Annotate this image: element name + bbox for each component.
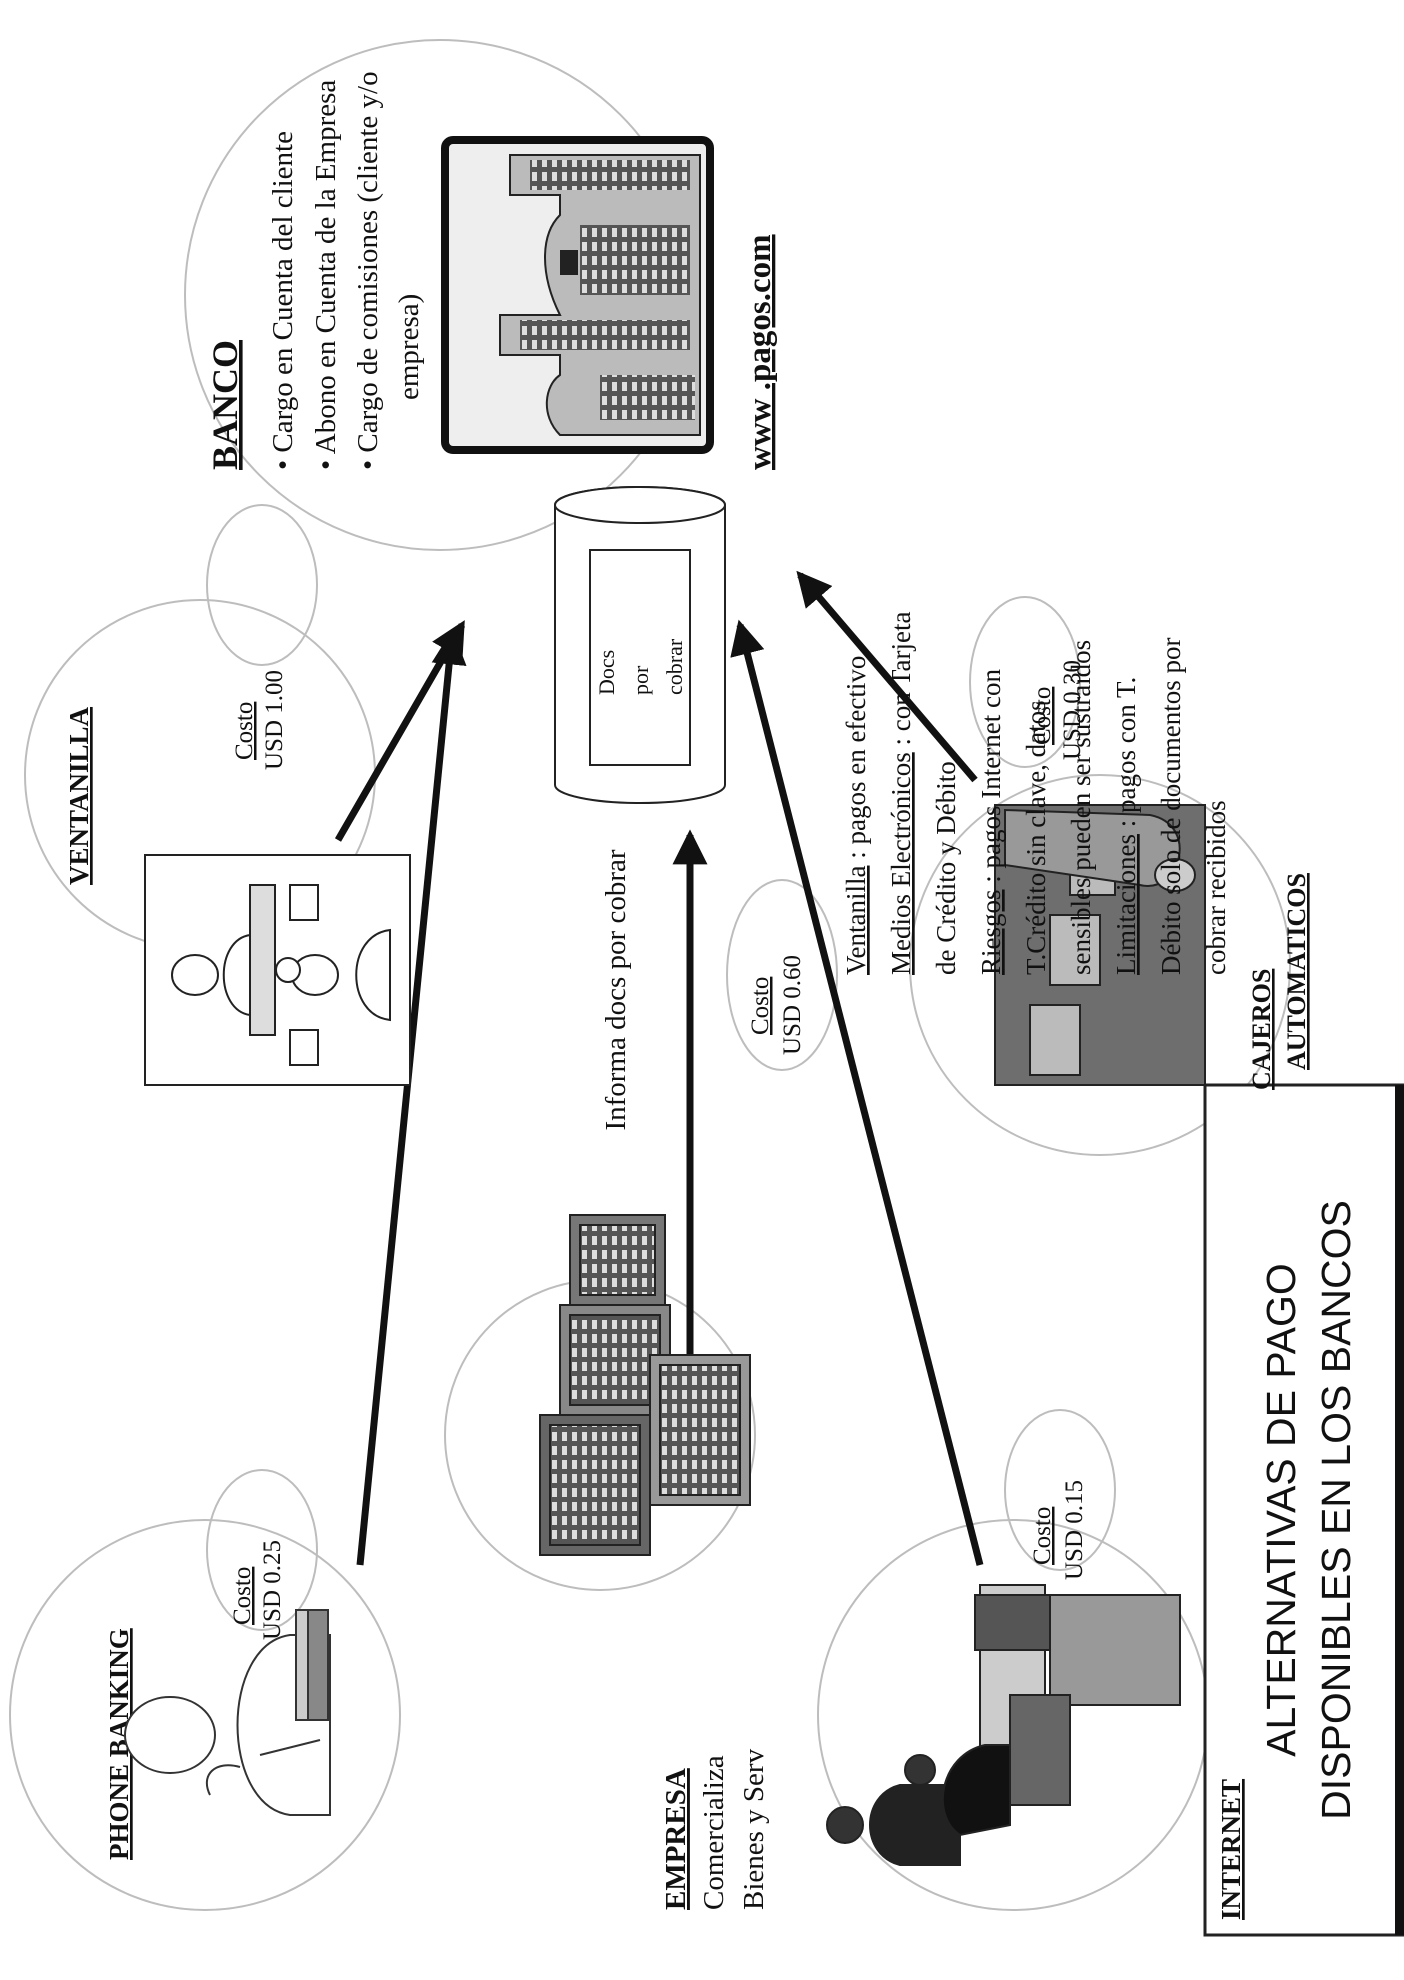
banco-website: www .pagos.com — [742, 234, 778, 470]
note-text: de Crédito y Débito — [931, 761, 961, 975]
internet-cost-bubble — [1005, 1410, 1115, 1570]
note-text: : pagos con T. — [1111, 677, 1141, 834]
banco-item-3: • Cargo de comisiones (cliente y/o — [352, 71, 384, 470]
phone-banking-cost-label: Costo — [229, 1567, 256, 1625]
note-line: de Crédito y Débito — [931, 761, 961, 975]
banco-heading: BANCO — [205, 340, 245, 470]
note-text: sensibles pueden ser sustraídos — [1066, 640, 1096, 975]
document-cylinder-icon: Docs por cobrar — [555, 487, 725, 803]
computer-users-icon — [827, 1585, 1180, 1865]
notes-block: Ventanilla : pagos en efectivo Medios Ele… — [841, 611, 1231, 975]
title-line-1: ALTERNATIVAS DE PAGO — [1258, 1263, 1304, 1757]
note-line: sensibles pueden ser sustraídos — [1066, 640, 1096, 975]
banco-item-1: • Cargo en Cuenta del cliente — [267, 131, 299, 470]
phone-user-icon — [125, 1610, 330, 1815]
internet-cost-label: Costo — [1029, 1507, 1056, 1565]
office-buildings-icon — [540, 1215, 750, 1555]
title-line-2: DISPONIBLES EN LOS BANCOS — [1313, 1200, 1359, 1820]
note-line: Limitaciones : pagos con T. — [1111, 677, 1141, 975]
note-line: Ventanilla : pagos en efectivo — [841, 656, 871, 975]
note-label: Medios Electrónicos — [886, 752, 916, 975]
rotated-content: ALTERNATIVAS DE PAGO DISPONIBLES EN LOS … — [10, 40, 1404, 1935]
banco-item-4: empresa) — [393, 294, 425, 400]
empresa-sub-2: Bienes y Serv — [738, 1748, 770, 1910]
cajeros-label-1: CAJEROS — [1247, 969, 1276, 1090]
internet-node: INTERNET Costo USD 0.15 — [827, 1480, 1246, 1920]
note-label: Limitaciones — [1111, 834, 1141, 975]
phone-banking-cost-value: USD 0.25 — [259, 1540, 286, 1640]
docs-line-3: cobrar — [662, 638, 687, 695]
note-label: Ventanilla — [841, 866, 871, 975]
note-line: Débito solo de documentos por — [1156, 638, 1186, 975]
note-line: T.Crédito sin clave, datos — [1021, 700, 1051, 975]
note-text: : pagos Internet con — [976, 669, 1006, 890]
banco-item-2: • Abono en Cuenta de la Empresa — [310, 80, 342, 470]
empresa-label: EMPRESA — [660, 1768, 692, 1910]
internet-cost-value: USD 0.15 — [1061, 1480, 1088, 1580]
internet-label: INTERNET — [1216, 1779, 1246, 1920]
city-skyline-icon — [445, 140, 710, 450]
empresa-sub-1: Comercializa — [698, 1755, 730, 1910]
note-text: : con Tarjeta — [886, 611, 916, 752]
cajeros-label-2: AUTOMATICOS — [1282, 873, 1311, 1070]
note-line: cobrar recibidos — [1201, 800, 1231, 975]
empresa-node: EMPRESA Comercializa Bienes y Serv Costo… — [540, 849, 806, 1910]
note-line: Medios Electrónicos : con Tarjeta — [886, 611, 916, 975]
teller-counter-icon — [145, 855, 410, 1085]
note-line: Riesgos : pagos Internet con — [976, 669, 1006, 975]
ventanilla-cost-value: USD 1.00 — [261, 670, 288, 770]
empresa-cost-label: Costo — [747, 977, 774, 1035]
docs-line-1: Docs — [594, 650, 619, 695]
note-label: Riesgos — [976, 889, 1006, 975]
empresa-flow-label: Informa docs por cobrar — [600, 849, 632, 1130]
note-text: Débito solo de documentos por — [1156, 638, 1186, 975]
docs-line-2: por — [628, 665, 653, 695]
empresa-cost-value: USD 0.60 — [779, 955, 806, 1055]
banco-node: BANCO • Cargo en Cuenta del cliente • Ab… — [205, 71, 778, 470]
ventanilla-node: VENTANILLA Costo USD 1.00 — [64, 670, 410, 1085]
ventanilla-label: VENTANILLA — [64, 706, 94, 885]
note-text: cobrar recibidos — [1201, 800, 1231, 975]
ventanilla-cost-label: Costo — [231, 702, 258, 760]
phone-banking-node: PHONE BANKING Costo USD 0.25 — [104, 1540, 330, 1860]
note-text: T.Crédito sin clave, datos — [1021, 700, 1051, 975]
ventanilla-cost-bubble — [207, 505, 317, 665]
note-text: : pagos en efectivo — [841, 656, 871, 866]
